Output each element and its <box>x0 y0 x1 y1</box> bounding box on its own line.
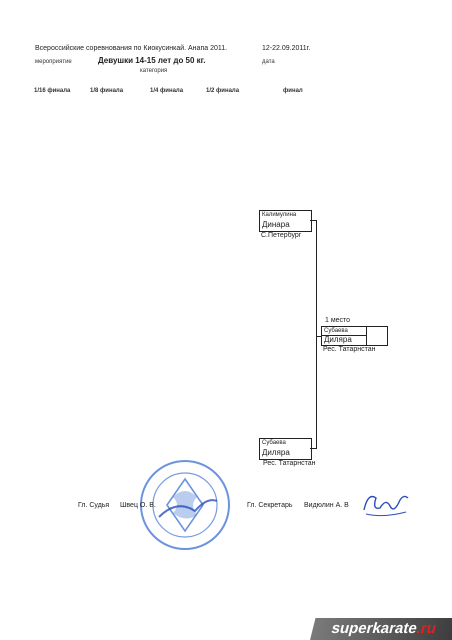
judge-label: Гл. Судья <box>78 502 110 509</box>
connector-top <box>310 220 317 221</box>
winner-name: Диляра <box>324 335 352 344</box>
seal-stamp-icon <box>140 460 230 550</box>
round-final: финал <box>283 88 303 94</box>
semifinal-top-surname: Калимулина <box>262 212 297 218</box>
semifinal-bottom-box: Субаева Диляра <box>259 438 312 460</box>
semifinal-top-name: Динара <box>262 220 290 229</box>
semifinal-bottom-name: Диляра <box>262 448 290 457</box>
category-title: Девушки 14-15 лет до 50 кг. <box>98 56 206 65</box>
connector-vertical <box>316 220 317 449</box>
connector-bottom <box>310 448 317 449</box>
round-1-8: 1/8 финала <box>90 88 124 94</box>
winner-box-divider <box>321 335 367 336</box>
winner-city: Рес. Татарнстан <box>323 346 376 353</box>
category-label: категория <box>140 68 168 74</box>
event-date: 12-22.09.2011г. <box>262 45 311 52</box>
winner-box-separator <box>366 326 367 345</box>
judge-name: Швец О. В. <box>120 502 156 509</box>
semifinal-bottom-surname: Субаева <box>262 440 286 446</box>
secretary-label: Гл. Секретарь <box>247 502 293 509</box>
connector-winner <box>316 336 321 337</box>
date-label: дата <box>262 59 275 65</box>
semifinal-top-box: Калимулина Динара <box>259 210 312 232</box>
round-1-16: 1/16 финала <box>34 88 71 94</box>
secretary-name: Видюлин А. В <box>304 502 349 509</box>
secretary-signature-icon <box>363 495 409 517</box>
semifinal-top-city: С.Петербург <box>261 232 302 239</box>
watermark-logo: superkarate.ru <box>310 618 452 640</box>
event-title: Всероссийские соревнования по Киокусинка… <box>35 45 228 52</box>
round-1-4: 1/4 финала <box>150 88 184 94</box>
round-1-2: 1/2 финала <box>206 88 240 94</box>
winner-surname: Субаева <box>324 328 348 334</box>
event-label: мероприятие <box>35 59 72 65</box>
winner-place: 1 место <box>325 317 351 324</box>
semifinal-bottom-city: Рес. Татарнстан <box>263 460 316 467</box>
winner-box: Субаева Диляра <box>321 326 388 346</box>
